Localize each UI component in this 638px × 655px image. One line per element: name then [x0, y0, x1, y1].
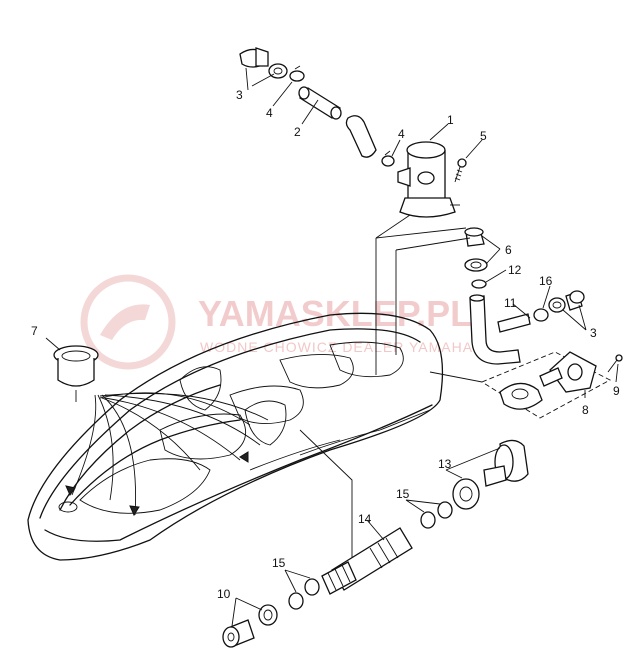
callout-3-top: 3 [236, 88, 243, 102]
callout-13: 13 [438, 457, 452, 471]
callout-12: 12 [508, 263, 522, 277]
watermark-logo-ring [80, 274, 176, 370]
callout-9: 9 [613, 384, 620, 398]
part-5-screw [454, 158, 467, 183]
callout-15-lower: 15 [272, 556, 286, 570]
callout-1: 1 [447, 113, 454, 127]
watermark-tagline: WODNE CHOWICZ DEALER YAMAHA [200, 339, 473, 355]
callout-4-pump: 4 [398, 127, 405, 141]
leader-lines [299, 214, 483, 560]
callout-10: 10 [217, 587, 231, 601]
watermark-brand: YAMASKLEP.PL [198, 293, 472, 334]
part-7-drain-cup [53, 345, 99, 402]
right-hose-assembly [464, 227, 531, 365]
lower-drain-assembly [222, 439, 529, 648]
top-hose-assembly [239, 47, 395, 167]
boat-hull [27, 312, 444, 561]
wire-harness [65, 392, 269, 517]
callout-4-top: 4 [266, 106, 273, 120]
callout-2: 2 [294, 125, 301, 139]
part-16-and-3-fitting [533, 290, 585, 322]
callout-leaders [45, 67, 619, 627]
callout-labels: 1 2 3 3 4 4 5 6 7 8 9 10 11 12 13 14 15 … [31, 88, 620, 601]
callout-8: 8 [582, 403, 589, 417]
part-8-drain-bracket [481, 351, 623, 419]
callout-5: 5 [480, 129, 487, 143]
watermark-logo-mark [100, 304, 150, 340]
part-1-bilge-pump [397, 141, 460, 218]
callout-16: 16 [539, 274, 553, 288]
callout-6: 6 [505, 243, 512, 257]
callout-7: 7 [31, 324, 38, 338]
callout-14: 14 [358, 512, 372, 526]
callout-3-right: 3 [590, 326, 597, 340]
callout-11: 11 [504, 296, 517, 310]
callout-15-upper: 15 [396, 487, 410, 501]
